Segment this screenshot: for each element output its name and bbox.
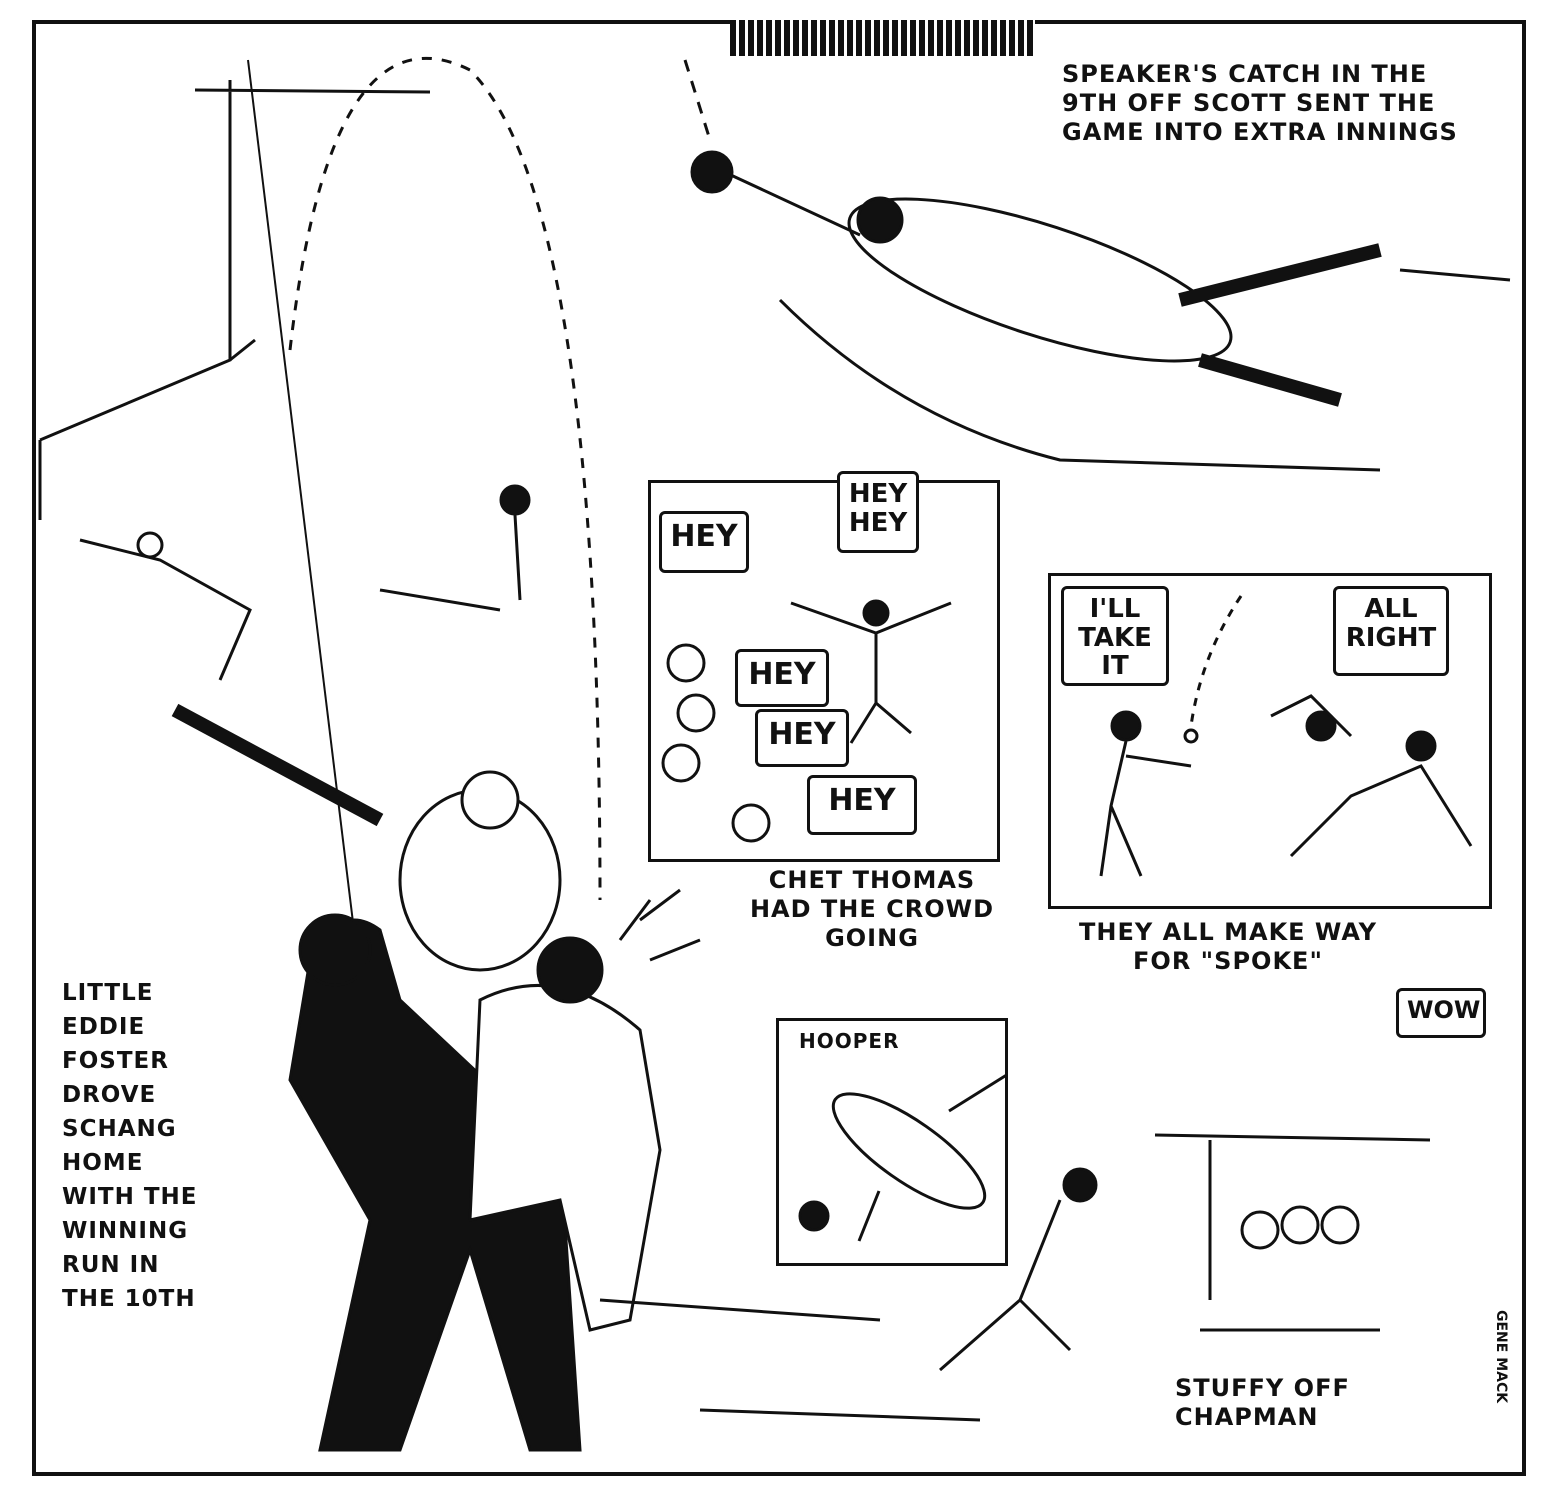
speaker-arm [719,168,861,237]
bat [171,703,384,827]
caption-spoke: THEY ALL MAKE WAY FOR "SPOKE" [1079,918,1377,975]
caption-stuffy: STUFFY OFF CHAPMAN [1175,1374,1350,1431]
speaker-head [856,196,904,244]
panel-chet-thomas: HEY HEY HEY HEY HEY HEY [648,471,1000,862]
torn-header-strip [730,20,1035,56]
speaker-ball-path [683,59,712,141]
speech-bubble-ill-take-it: I'LL TAKE IT [1061,586,1169,686]
caption-eddie-foster: LITTLE EDDIE FOSTER DROVE SCHANG HOME WI… [62,980,198,1313]
speech-bubble-wow: WOW [1396,988,1486,1038]
horizon [1399,268,1511,282]
panel-spoke: I'LL TAKE IT ALL RIGHT [1048,573,1492,909]
grass [778,298,1381,472]
batter-head [460,770,520,830]
chet-thomas-drawing [661,599,952,843]
caption-hooper: HOOPER [799,1029,900,1053]
speech-bubble-hey: HEY [659,511,749,573]
caption-chet-thomas: CHET THOMAS HAD THE CROWD GOING [749,866,995,952]
speech-bubble-hey-hey: HEY HEY [837,471,919,553]
speech-bubble-hey: HEY [735,649,829,707]
panel-hooper: HOOPER [776,1018,1008,1266]
speech-bubble-all-right: ALL RIGHT [1333,586,1449,676]
catcher-head [536,936,604,1004]
grandstand [38,80,431,520]
caption-speaker-catch: SPEAKER'S CATCH IN THE 9TH OFF SCOTT SEN… [1062,60,1458,146]
catcher [468,983,662,1332]
hooper-drawing [798,1074,1005,1242]
umpire-head [298,913,372,987]
speaker-glove [690,150,734,194]
fly-ball-arc [288,56,602,901]
artist-signature: GENE MACK [1493,1310,1509,1404]
speaker-body [847,197,1233,363]
speech-bubble-hey: HEY [807,775,917,835]
speaker-legs [1178,243,1382,407]
speech-bubble-hey: HEY [755,709,849,767]
spoke-drawing [1099,595,1473,877]
foul-pole-line [247,59,361,981]
